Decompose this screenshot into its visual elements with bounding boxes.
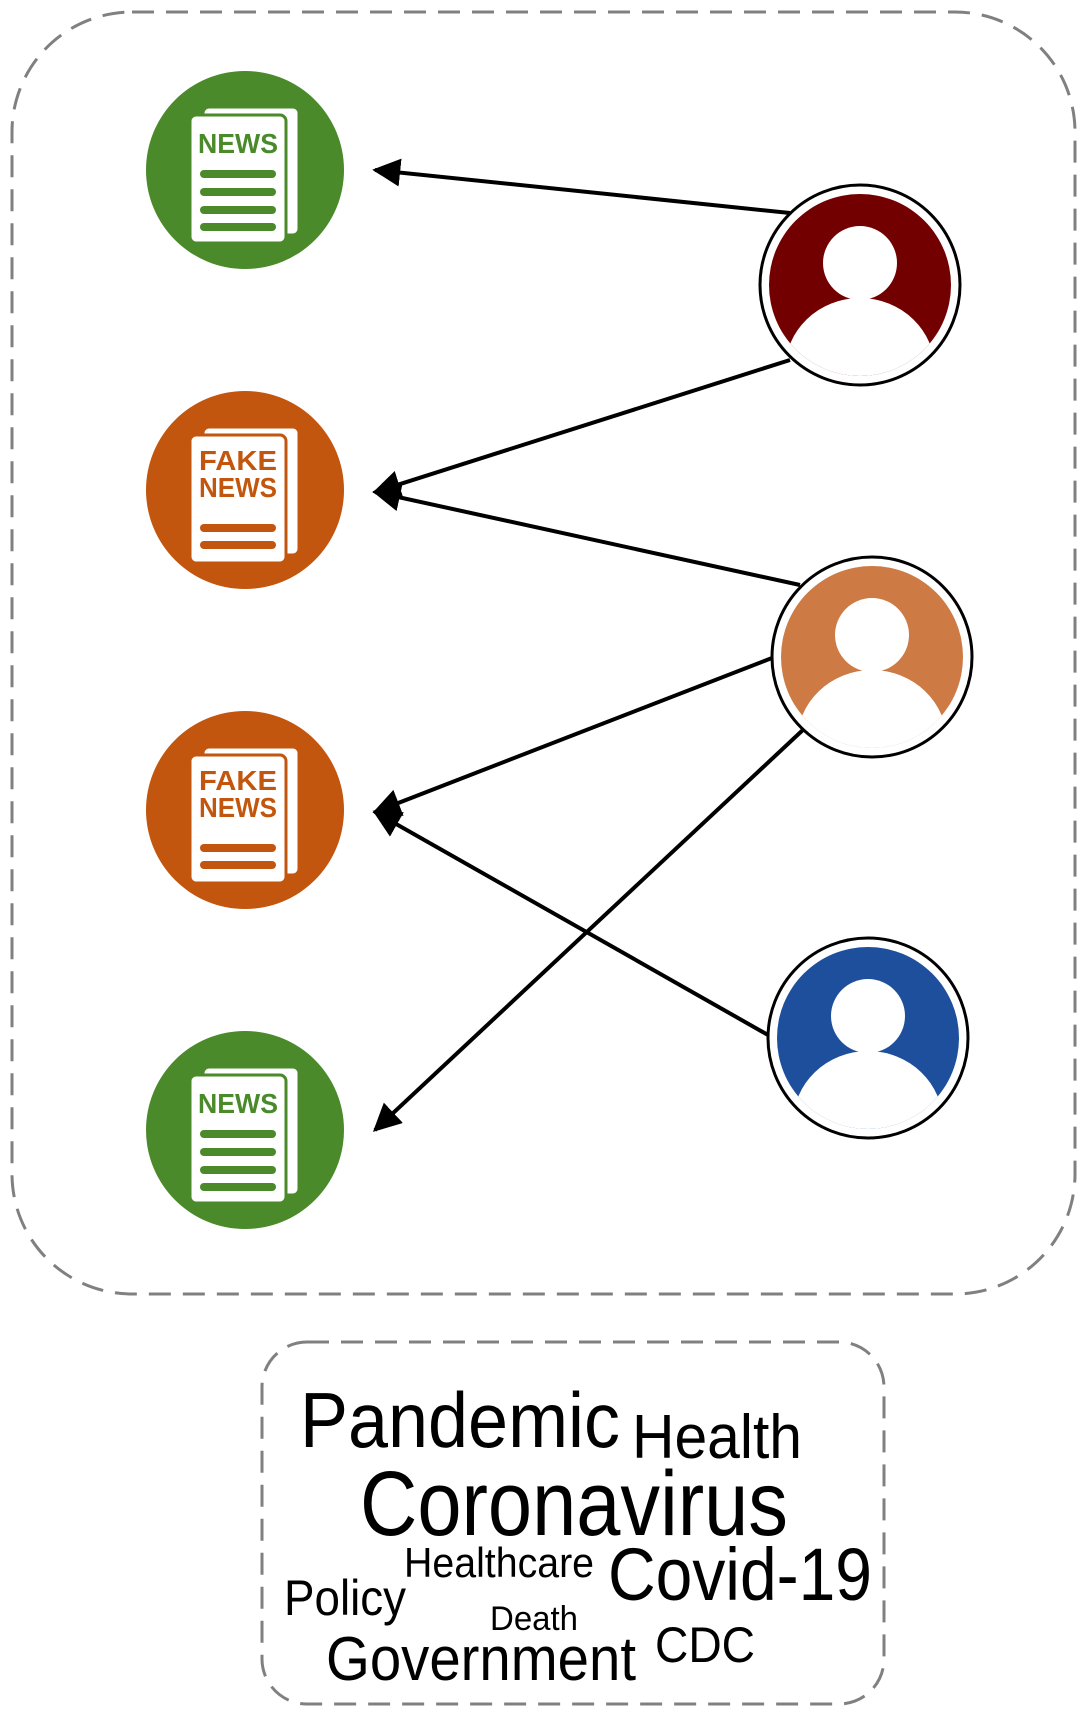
news-icon: NEWS: [146, 1031, 344, 1229]
edge-user-2-to-news-2: [372, 483, 801, 587]
fake-news-label: NEWS: [199, 792, 277, 823]
news-user-region: [10, 10, 1077, 1296]
edge-user-1-to-news-1: [372, 158, 791, 215]
fake-news-label: NEWS: [199, 472, 277, 503]
word-cloud: Pandemic Health Coronavirus Healthcare C…: [284, 1376, 872, 1694]
fake-news-label: FAKE: [199, 445, 277, 476]
user-icon: [770, 555, 974, 759]
user-icon: [758, 183, 962, 387]
word-pandemic: Pandemic: [300, 1376, 620, 1464]
word-coronavirus: Coronavirus: [360, 1453, 788, 1555]
news-label: NEWS: [198, 1088, 278, 1119]
edge-user-1-to-news-2: [372, 358, 791, 498]
edge-user-2-to-news-3: [372, 656, 773, 816]
word-healthcare: Healthcare: [404, 1539, 594, 1586]
fake-news-label: FAKE: [199, 765, 277, 796]
users-layer: [758, 183, 974, 1140]
news-label: NEWS: [198, 128, 278, 159]
user-icon: [766, 936, 970, 1140]
word-covid-19: Covid-19: [608, 1533, 872, 1616]
edge-user-3-to-news-3: [372, 810, 769, 1037]
word-policy: Policy: [284, 1570, 406, 1626]
word-government: Government: [326, 1625, 636, 1694]
word-cdc: CDC: [655, 1617, 755, 1673]
news-icon: NEWS: [146, 71, 344, 269]
word-health: Health: [632, 1403, 802, 1472]
edge-user-2-to-news-4: [372, 726, 807, 1132]
word-cloud-box: [260, 1340, 886, 1706]
edges-layer: [372, 158, 807, 1132]
word-death: Death: [490, 1600, 578, 1638]
